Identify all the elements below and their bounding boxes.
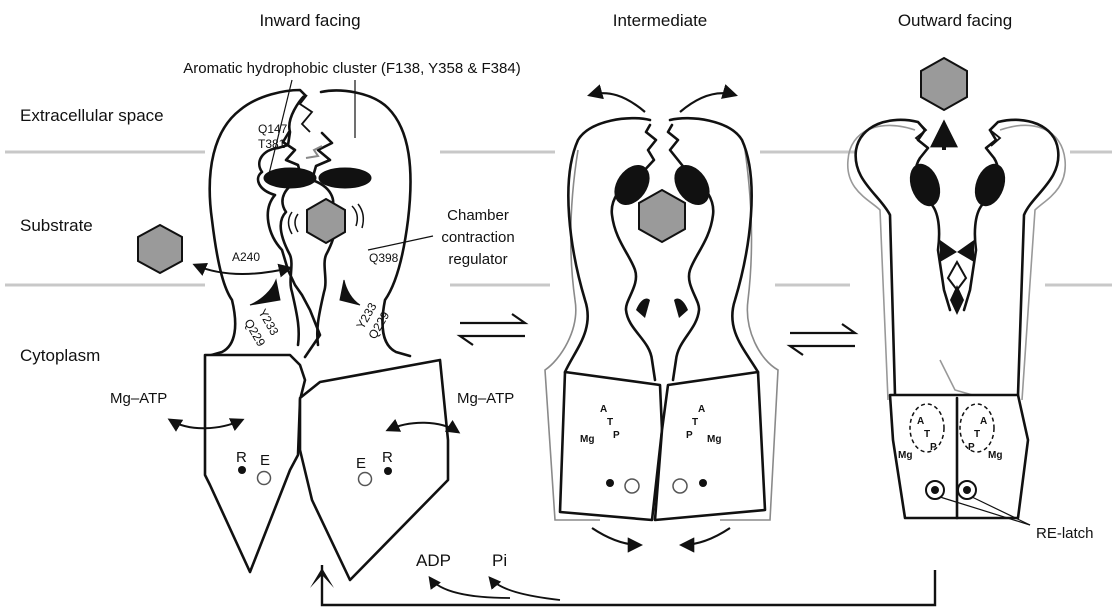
e-ring-int-right — [673, 479, 687, 493]
outward-zigzag-left — [916, 122, 926, 146]
opening-arrow-left — [590, 93, 645, 112]
panel-title-intermediate: Intermediate — [613, 11, 708, 30]
atp-mg-int-right: Mg — [707, 434, 721, 445]
q398-leader — [368, 236, 433, 250]
region-label-substrate: Substrate — [20, 216, 93, 235]
atp-mg-out-left: Mg — [898, 450, 912, 461]
e-ring-left — [258, 472, 271, 485]
mg-atp-label-left: Mg–ATP — [110, 390, 167, 407]
region-label-extracellular: Extracellular space — [20, 106, 164, 125]
pi-release-arrow — [490, 578, 560, 600]
atp-p-int-left: P — [613, 430, 620, 441]
motif-r-left: R — [236, 449, 247, 466]
chamber-regulator-line1: Chamber — [447, 207, 509, 224]
region-label-cytoplasm: Cytoplasm — [20, 346, 100, 365]
r-dot-int-right — [699, 479, 707, 487]
vibration-marks-right — [352, 204, 363, 228]
residue-q398: Q398 — [369, 251, 399, 265]
motif-e-right: E — [356, 455, 366, 472]
residue-a240: A240 — [232, 250, 260, 264]
r-dot-right — [384, 467, 392, 475]
atp-mg-out-right: Mg — [988, 450, 1002, 461]
substrate-intermediate — [639, 190, 685, 242]
panel-title-outward: Outward facing — [898, 11, 1012, 30]
panel-title-inward: Inward facing — [259, 11, 360, 30]
substrate-in-chamber — [307, 199, 345, 243]
inward-gates — [250, 168, 371, 305]
closing-arrow-left — [592, 528, 640, 545]
atp-a-out-left: A — [917, 416, 924, 427]
atp-a-out-right: A — [980, 416, 987, 427]
re-latch-label: RE-latch — [1036, 525, 1094, 542]
atp-t-int-left: T — [607, 417, 613, 428]
outward-gates — [904, 160, 1010, 315]
closing-arrow-right — [682, 528, 730, 545]
atp-a-int-left: A — [600, 404, 607, 415]
atp-t-out-left: T — [924, 429, 930, 440]
atp-p-out-right: P — [968, 442, 975, 453]
inward-gate-zigzag — [300, 95, 312, 132]
r-dot-int-left — [606, 479, 614, 487]
atp-a-int-right: A — [698, 404, 705, 415]
inward-facing-transporter — [205, 90, 448, 580]
aromatic-cluster-label: Aromatic hydrophobic cluster (F138, Y358… — [183, 60, 520, 77]
intermediate-transporter — [560, 118, 765, 520]
vibration-marks-left — [289, 212, 299, 234]
pi-label: Pi — [492, 551, 507, 570]
atp-t-int-right: T — [692, 417, 698, 428]
motif-e-left: E — [260, 452, 270, 469]
chamber-regulator-line2: contraction — [441, 229, 514, 246]
substrate-outside — [138, 225, 182, 273]
atp-mg-int-left: Mg — [580, 434, 594, 445]
equilibrium-arrows-1 — [460, 314, 525, 345]
adp-label: ADP — [416, 551, 451, 570]
mg-atp-label-right: Mg–ATP — [457, 390, 514, 407]
chamber-regulator-line3: regulator — [448, 251, 507, 268]
substrate-entry-arrow — [195, 265, 290, 274]
e-ring-right — [359, 473, 372, 486]
r-dot-left — [238, 466, 246, 474]
atp-p-int-right: P — [686, 430, 693, 441]
substrate-released — [921, 58, 967, 110]
atp-t-out-right: T — [974, 429, 980, 440]
atp-p-out-left: P — [930, 442, 937, 453]
cycle-return-line — [322, 565, 935, 605]
opening-arrow-right — [680, 93, 735, 112]
equilibrium-arrows-2 — [790, 324, 855, 355]
adp-release-arrow — [430, 578, 510, 598]
residue-t381: T381 — [258, 137, 286, 151]
e-ring-int-left — [625, 479, 639, 493]
motif-r-right: R — [382, 449, 393, 466]
residue-q147: Q147 — [258, 122, 288, 136]
